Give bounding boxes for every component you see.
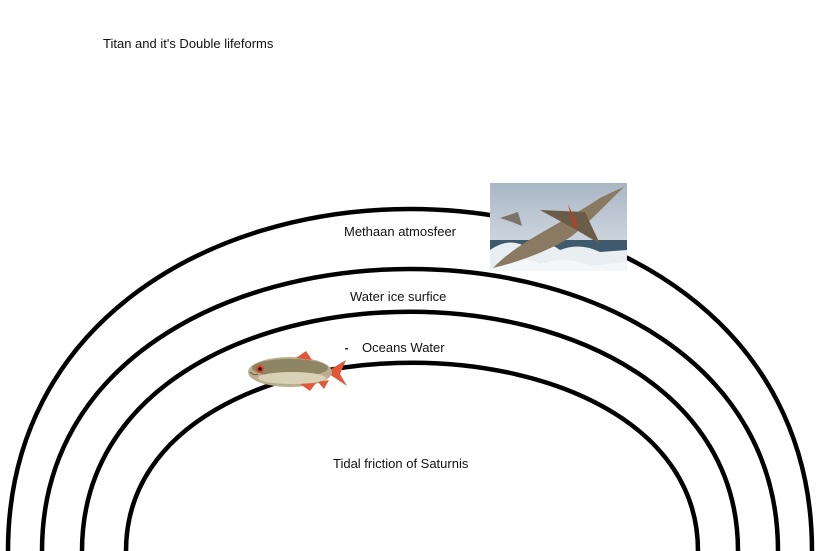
arc-ocean-top — [79, 309, 741, 551]
pterosaur-image — [490, 183, 627, 271]
page-title: Titan and it's Double lifeforms — [103, 36, 274, 51]
label-ice-surface: Water ice surfice — [350, 289, 447, 304]
label-core: Tidal friction of Saturnis — [333, 456, 469, 471]
fish-image — [248, 351, 347, 391]
arc-atmosphere-outer — [5, 206, 815, 551]
arc-ice-surface — [39, 266, 781, 551]
dash-mark — [345, 348, 348, 350]
arc-core-boundary — [123, 360, 701, 551]
label-ocean: Oceans Water — [362, 340, 445, 355]
label-atmosphere: Methaan atmosfeer — [344, 224, 457, 239]
